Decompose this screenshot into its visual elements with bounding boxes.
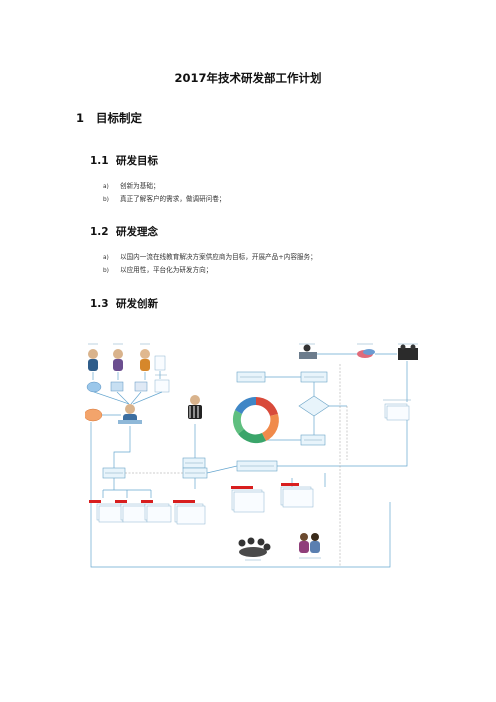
section-heading-1: 1 目标制定 xyxy=(76,110,142,126)
decision-diamond xyxy=(298,395,330,417)
requirement-bubble xyxy=(85,408,103,422)
team-meeting-figure xyxy=(238,537,271,557)
list-text: 创新为基础； xyxy=(120,182,160,190)
list-marker: b) xyxy=(103,196,109,203)
stakeholder-figures-top xyxy=(299,344,418,360)
plan-doc-stack xyxy=(384,403,410,421)
subsection-heading-1-3: 1.3 研发创新 xyxy=(90,296,158,311)
list-item: b) 真正了解客户的需求，做调研问卷； xyxy=(103,193,226,206)
list-marker: b) xyxy=(103,267,109,274)
section-title: 目标制定 xyxy=(96,111,142,125)
document-stacks xyxy=(96,486,314,525)
persona-group-left xyxy=(88,349,166,371)
caption-marks xyxy=(88,343,418,561)
subsection-heading-1-2: 1.2 研发理念 xyxy=(90,224,158,239)
list-item: a) 以国内一流在线教育解决方案供应商为目标，开展产品+内容服务； xyxy=(103,251,317,264)
list-marker: a) xyxy=(103,184,109,190)
subsection-title: 研发创新 xyxy=(116,298,158,310)
page-title: 2017年技术研发部工作计划 xyxy=(174,71,322,85)
subsection-title: 研发目标 xyxy=(116,155,158,167)
subsection-number: 1.3 xyxy=(90,298,109,310)
goal-list: a) 创新为基础； b) 真正了解客户的需求，做调研问卷； xyxy=(103,180,226,205)
list-marker: a) xyxy=(103,255,109,261)
subsection-number: 1.1 xyxy=(90,155,109,167)
rnd-flow-diagram xyxy=(85,342,420,575)
product-manager-figure xyxy=(118,404,142,424)
philosophy-list: a) 以国内一流在线教育解决方案供应商为目标，开展产品+内容服务； b) 以应用性，… xyxy=(103,251,317,276)
subsection-number: 1.2 xyxy=(90,226,109,238)
list-text: 以国内一流在线教育解决方案供应商为目标，开展产品+内容服务； xyxy=(120,253,317,261)
reviewer-figure xyxy=(188,395,202,419)
iteration-cycle-ring xyxy=(232,396,279,444)
subsection-title: 研发理念 xyxy=(116,226,158,238)
list-text: 真正了解客户的需求，做调研问卷； xyxy=(120,194,226,203)
list-item: a) 创新为基础； xyxy=(103,180,226,193)
red-section-labels xyxy=(89,483,299,503)
list-item: b) 以应用性，平台化为研发方向； xyxy=(103,264,317,277)
customer-pair-figure xyxy=(299,533,320,553)
section-number: 1 xyxy=(76,111,85,125)
subsection-heading-1-1: 1.1 研发目标 xyxy=(90,153,158,168)
list-text: 以应用性，平台化为研发方向； xyxy=(120,265,213,274)
